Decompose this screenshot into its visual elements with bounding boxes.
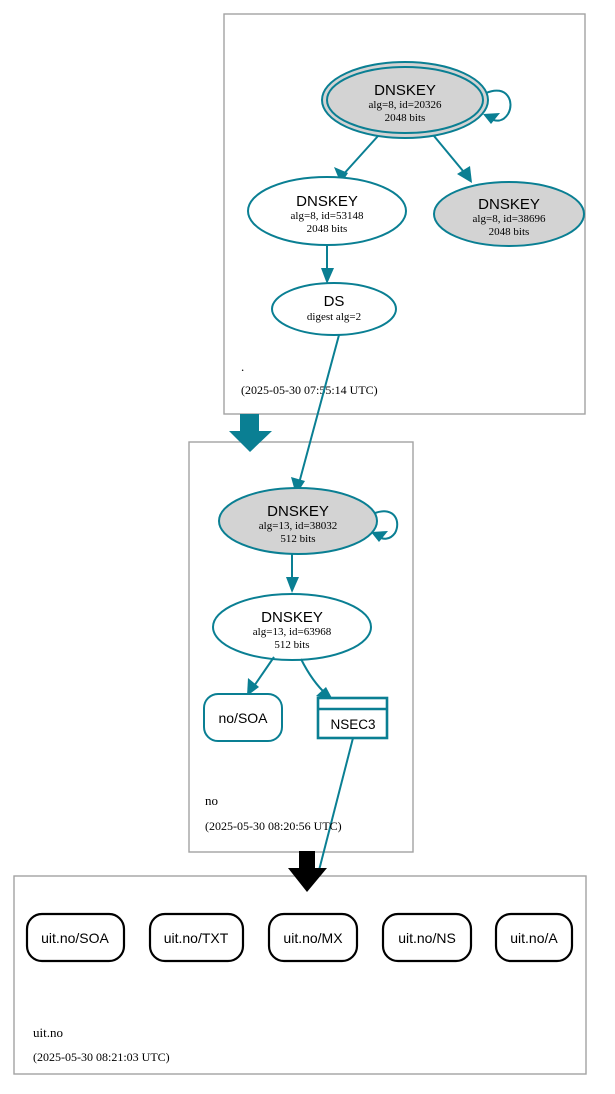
- node-root-ksk[interactable]: DNSKEY alg=8, id=20326 2048 bits: [321, 61, 512, 139]
- node-root-ksk2[interactable]: DNSKEY alg=8, id=38696 2048 bits: [433, 181, 585, 247]
- self-signature-loop-icon: [483, 89, 512, 124]
- uitno-ns-box: [381, 912, 473, 963]
- edge-root-zsk-to-root-ds: [321, 245, 334, 284]
- no-zsk-line3: 512 bits: [274, 639, 309, 651]
- uitno-a-label: uit.no/A: [510, 930, 558, 946]
- root-ksk2-line3: 2048 bits: [489, 226, 530, 238]
- node-uitno-txt[interactable]: uit.no/TXT: [148, 912, 245, 963]
- edge-root-ds-to-no-ksk: [291, 334, 340, 495]
- uitno-mx-box: [267, 912, 359, 963]
- node-root-ds[interactable]: DS digest alg=2: [271, 282, 397, 336]
- root-ksk2-title: DNSKEY: [478, 196, 540, 213]
- node-no-soa[interactable]: no/SOA: [203, 693, 283, 742]
- root-ksk-inner-ellipse: [326, 66, 484, 134]
- uitno-a-box: [494, 912, 574, 963]
- root-zsk-line2: alg=8, id=53148: [291, 210, 364, 222]
- nsec3-label: NSEC3: [330, 717, 375, 732]
- self-signature-loop-icon: [371, 510, 399, 542]
- edge-root-ksk-to-root-ksk2: [433, 135, 472, 183]
- zone-label-root: .: [241, 359, 244, 374]
- node-no-ksk[interactable]: DNSKEY alg=13, id=38032 512 bits: [218, 487, 399, 555]
- uitno-mx-label: uit.no/MX: [283, 930, 343, 946]
- root-ksk2-ellipse: [433, 181, 585, 247]
- no-zsk-ellipse: [212, 593, 372, 661]
- node-uitno-ns[interactable]: uit.no/NS: [381, 912, 473, 963]
- root-ds-title: DS: [324, 293, 345, 310]
- uitno-txt-label: uit.no/TXT: [164, 930, 229, 946]
- node-no-nsec3[interactable]: NSEC3: [316, 696, 389, 740]
- root-ksk-title: DNSKEY: [374, 82, 436, 99]
- root-zsk-ellipse: [247, 176, 407, 246]
- edge-root-ksk-to-root-zsk: [334, 135, 379, 184]
- no-zsk-line2: alg=13, id=63968: [253, 626, 332, 638]
- no-soa-label: no/SOA: [218, 710, 268, 726]
- node-uitno-mx[interactable]: uit.no/MX: [267, 912, 359, 963]
- root-ksk-line2: alg=8, id=20326: [369, 99, 442, 111]
- edge-no-zsk-to-no-soa: [247, 656, 275, 696]
- edge-no-ksk-to-no-zsk: [286, 554, 299, 593]
- zone-timestamp-uitno: (2025-05-30 08:21:03 UTC): [33, 1050, 170, 1064]
- no-ksk-title: DNSKEY: [267, 503, 329, 520]
- zone-timestamp-no: (2025-05-30 08:20:56 UTC): [205, 819, 342, 833]
- no-ksk-line3: 512 bits: [280, 533, 315, 545]
- zone-group-no: DNSKEY alg=13, id=38032 512 bits DNSKEY …: [188, 334, 414, 890]
- node-uitno-a[interactable]: uit.no/A: [494, 912, 574, 963]
- zone-delegation-arrow-no-to-uitno-insecure: [288, 851, 327, 892]
- no-ksk-line2: alg=13, id=38032: [259, 520, 337, 532]
- uitno-soa-label: uit.no/SOA: [41, 930, 109, 946]
- root-ksk-line3: 2048 bits: [385, 112, 426, 124]
- root-ksk2-line2: alg=8, id=38696: [473, 213, 546, 225]
- root-zsk-title: DNSKEY: [296, 193, 358, 210]
- no-ksk-ellipse: [218, 487, 378, 555]
- no-soa-box: [203, 693, 283, 742]
- uitno-soa-box: [25, 912, 126, 963]
- root-ds-ellipse: [271, 282, 397, 336]
- zone-label-no: no: [205, 793, 218, 808]
- node-root-zsk[interactable]: DNSKEY alg=8, id=53148 2048 bits: [247, 176, 407, 246]
- uitno-ns-label: uit.no/NS: [398, 930, 456, 946]
- zone-delegation-arrow-root-to-no: [229, 414, 272, 452]
- zone-timestamp-root: (2025-05-30 07:55:14 UTC): [241, 383, 378, 397]
- zone-group-root: DNSKEY alg=8, id=20326 2048 bits DNSKEY …: [223, 13, 586, 415]
- zone-group-uitno: uit.no/SOA uit.no/TXT uit.no/MX uit.no/N…: [13, 851, 587, 1075]
- node-no-zsk[interactable]: DNSKEY alg=13, id=63968 512 bits: [212, 593, 372, 661]
- zone-label-uitno: uit.no: [33, 1025, 63, 1040]
- no-zsk-title: DNSKEY: [261, 609, 323, 626]
- root-ds-line2: digest alg=2: [307, 311, 361, 323]
- node-uitno-soa[interactable]: uit.no/SOA: [25, 912, 126, 963]
- root-zsk-line3: 2048 bits: [307, 223, 348, 235]
- uitno-txt-box: [148, 912, 245, 963]
- zone-box-uitno: [13, 875, 587, 1075]
